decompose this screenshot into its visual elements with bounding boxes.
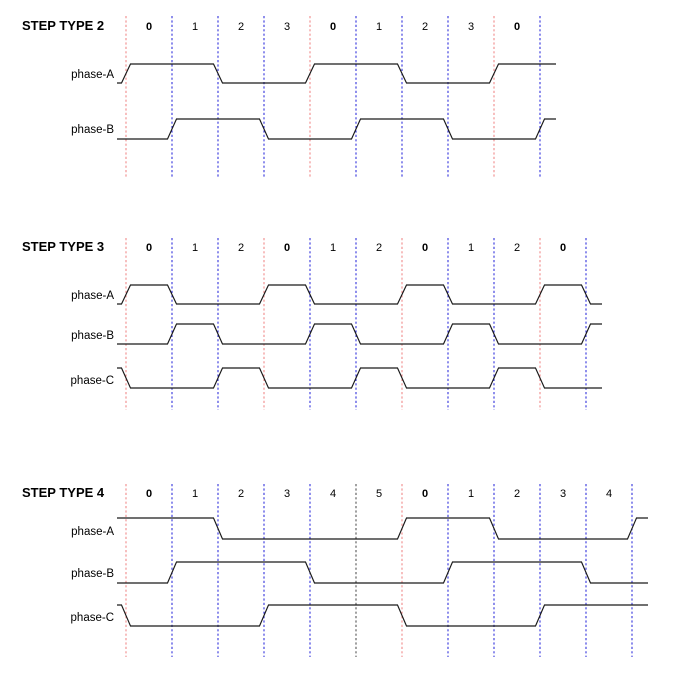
section-title-step-type-4: STEP TYPE 4	[22, 485, 105, 500]
chart-section-step-type-2: STEP TYPE 2 0 1 2 3 0 1 2 3 0 phase-A phase-B	[22, 16, 556, 178]
section-title-step-type-2: STEP TYPE 2	[22, 18, 104, 33]
step-number-label: 0	[422, 242, 428, 254]
step-number-label: 0	[422, 488, 428, 500]
phase-label-phase-B: phase-B	[71, 330, 114, 342]
step-number-label: 1	[192, 242, 198, 254]
waveform-step-type-4-phase-A	[117, 517, 648, 540]
section-title-step-type-3: STEP TYPE 3	[22, 239, 104, 254]
phase-label-phase-A: phase-A	[71, 290, 114, 302]
step-number-label: 1	[192, 488, 198, 500]
step-number-label: 1	[192, 21, 198, 33]
step-number-label: 2	[514, 488, 520, 500]
phase-label-phase-B: phase-B	[71, 568, 114, 580]
step-number-label: 1	[468, 242, 474, 254]
step-number-label: 3	[560, 488, 566, 500]
waveform-step-type-4-phase-C	[117, 604, 648, 627]
step-number-label: 3	[284, 21, 290, 33]
chart-section-step-type-3: STEP TYPE 3 0 1 2 0 1 2 0 1 2 0 phase-A phase-B phase…	[22, 238, 602, 410]
step-number-label: 1	[376, 21, 382, 33]
waveform-step-type-3-phase-C	[117, 367, 602, 389]
waveform-step-type-3-phase-A	[117, 284, 602, 305]
step-number-label: 3	[284, 488, 290, 500]
step-number-label: 0	[560, 242, 566, 254]
step-number-label: 2	[376, 242, 382, 254]
step-number-label: 0	[146, 488, 152, 500]
waveform-step-type-4-phase-B	[117, 561, 648, 584]
step-number-label: 0	[146, 242, 152, 254]
waveform-step-type-2-phase-A	[117, 63, 556, 84]
step-number-label: 2	[422, 21, 428, 33]
step-number-label: 2	[514, 242, 520, 254]
step-number-label: 5	[376, 488, 382, 500]
step-number-label: 1	[468, 488, 474, 500]
phase-label-phase-C: phase-C	[71, 612, 114, 624]
phase-label-phase-A: phase-A	[71, 69, 114, 81]
step-number-label: 0	[514, 21, 520, 33]
step-number-label: 0	[330, 21, 336, 33]
step-number-label: 4	[606, 488, 612, 500]
step-number-label: 0	[284, 242, 290, 254]
waveform-step-type-3-phase-B	[117, 323, 602, 345]
step-number-label: 0	[146, 21, 152, 33]
step-number-label: 4	[330, 488, 336, 500]
waveform-step-type-2-phase-B	[117, 118, 556, 140]
step-number-label: 2	[238, 488, 244, 500]
phase-label-phase-A: phase-A	[71, 526, 114, 538]
chart-section-step-type-4: STEP TYPE 4 0 1 2 3 4 5 0 1 2 3 4 phase-A phase-B phas…	[22, 484, 648, 657]
step-number-label: 3	[468, 21, 474, 33]
phase-label-phase-B: phase-B	[71, 124, 114, 136]
step-number-label: 1	[330, 242, 336, 254]
phase-label-phase-C: phase-C	[71, 375, 114, 387]
step-number-label: 2	[238, 242, 244, 254]
step-number-label: 2	[238, 21, 244, 33]
